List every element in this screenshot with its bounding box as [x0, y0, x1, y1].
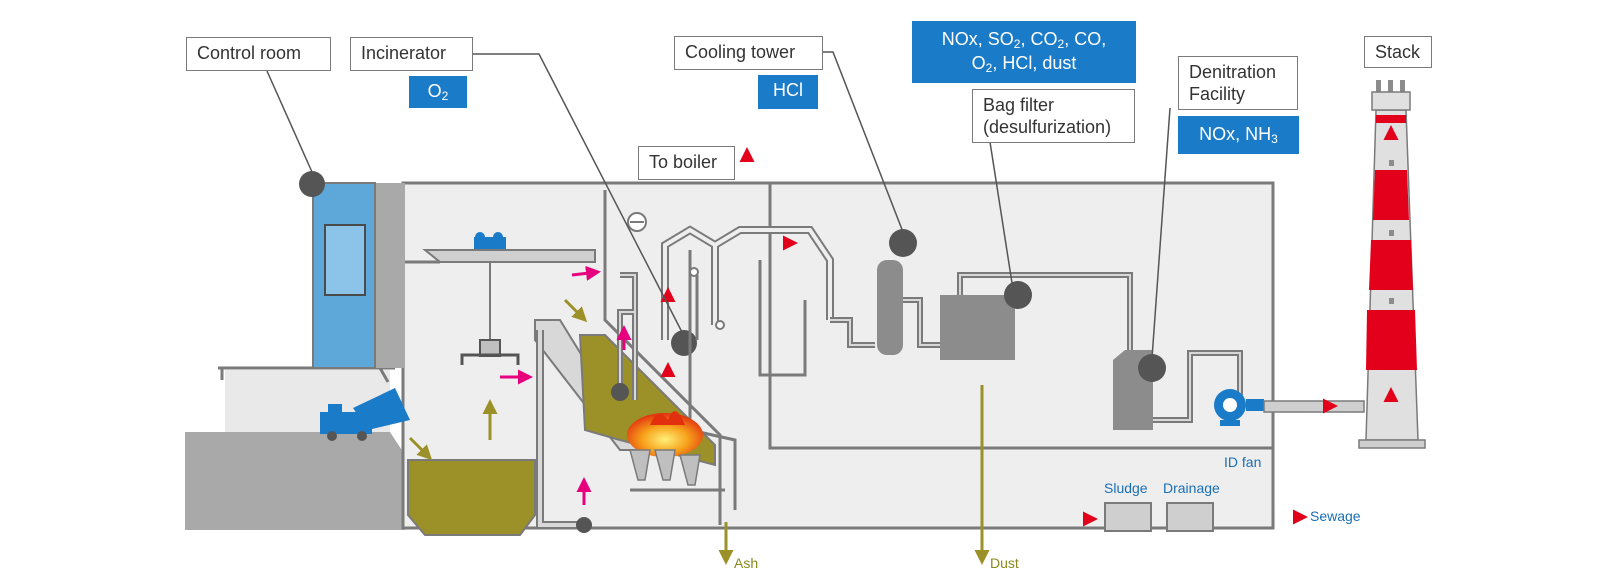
bag-filter-monitor-line2-a: O — [971, 53, 986, 73]
denitration-monitor-sub: 3 — [1271, 132, 1278, 146]
bag-filter-label: Bag filter (desulfurization) — [972, 89, 1135, 143]
sewage-label: Sewage — [1310, 508, 1361, 524]
bag-filter-monitor-line1-a-sub: 2 — [1013, 37, 1021, 51]
control-room-label: Control room — [186, 37, 331, 71]
bag-filter-label-line2: (desulfurization) — [983, 117, 1112, 137]
bag-filter-monitor-line2-a-sub: 2 — [985, 61, 993, 75]
bag-filter-monitor-line1-b-sub: 2 — [1057, 37, 1065, 51]
waste-crane — [405, 232, 596, 365]
cooling-tower-monitor-text: HCl — [773, 80, 803, 100]
to-boiler-label: To boiler — [638, 146, 735, 180]
denitration-label-line2: Facility — [1189, 84, 1246, 104]
bag-filter-label-line1: Bag filter — [983, 95, 1055, 115]
bag-filter-monitor-line2-b: , HCl, dust — [992, 53, 1077, 73]
control-room — [299, 171, 405, 369]
drainage-label: Drainage — [1163, 480, 1220, 496]
incinerator-furnace — [534, 190, 737, 525]
ash-label: Ash — [734, 555, 759, 571]
air-ducts — [536, 272, 638, 533]
cooling-tower — [877, 229, 940, 355]
id-fan-label: ID fan — [1224, 454, 1262, 470]
denitration-unit — [1113, 350, 1243, 430]
stack-label: Stack — [1364, 36, 1432, 68]
waste-pit — [407, 459, 536, 536]
water-tanks — [1104, 502, 1214, 532]
stack — [1358, 80, 1426, 449]
ground-platform — [185, 366, 405, 530]
denitration-monitor-text: NOx, NH — [1199, 124, 1272, 144]
incinerator-monitor-text: O — [427, 81, 442, 101]
incinerator-monitor-sub: 2 — [441, 89, 449, 103]
garbage-truck — [320, 388, 410, 441]
cooling-tower-label: Cooling tower — [674, 36, 823, 70]
sludge-label: Sludge — [1104, 480, 1148, 496]
bag-filter-monitor-line1-a: NOx, SO — [941, 29, 1014, 49]
bag-filter-monitor-line1-b: , CO — [1020, 29, 1058, 49]
incinerator-label: Incinerator — [350, 37, 473, 71]
bag-filter-monitor-badge: NOx, SO2, CO2, CO, O2, HCl, dust — [912, 21, 1136, 83]
bag-filter-monitor-line1: NOx, SO2, CO2, CO, — [922, 27, 1126, 51]
cooling-tower-monitor-badge: HCl — [758, 75, 818, 109]
id-fan — [1214, 389, 1264, 426]
leader-lines — [266, 51, 1171, 359]
dust-label: Dust — [990, 555, 1019, 571]
flow-arrows — [408, 147, 1308, 565]
bag-filter-monitor-line1-c: , CO, — [1064, 29, 1107, 49]
denitration-monitor-badge: NOx, NH3 — [1178, 116, 1299, 154]
denitration-label-line1: Denitration — [1189, 62, 1277, 82]
bag-filter-monitor-line2: O2, HCl, dust — [922, 51, 1126, 75]
incinerator-monitor-badge: O2 — [409, 76, 467, 108]
bag-filter — [940, 272, 1133, 360]
denitration-label: Denitration Facility — [1178, 56, 1298, 110]
flue-gas-duct — [661, 225, 875, 377]
stack-duct — [1258, 398, 1365, 414]
